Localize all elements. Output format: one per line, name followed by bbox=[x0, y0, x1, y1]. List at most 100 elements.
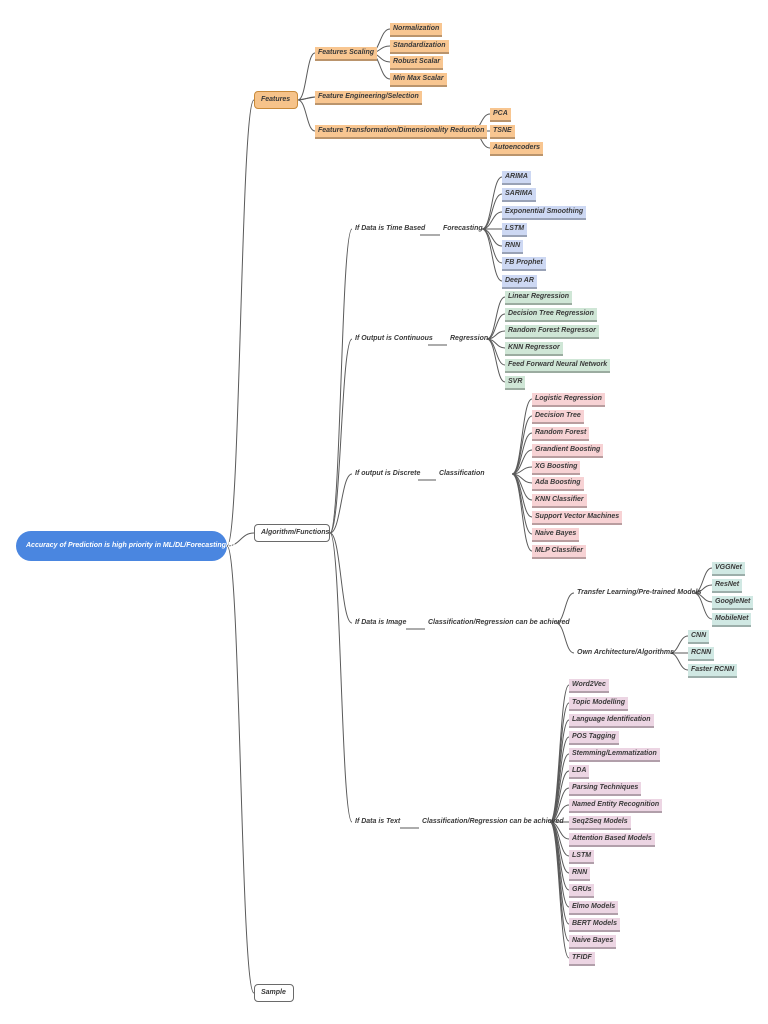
text-item[interactable]: POS Tagging bbox=[569, 731, 619, 745]
text-item[interactable]: Topic Modelling bbox=[569, 697, 629, 711]
algorithm-connector bbox=[329, 473, 353, 534]
text-item[interactable]: Elmo Models bbox=[569, 901, 619, 915]
forecasting-item[interactable]: Exponential Smoothing bbox=[502, 206, 587, 220]
text-connector bbox=[549, 821, 570, 891]
text-item[interactable]: BERT Models bbox=[569, 918, 620, 932]
forecasting-connector bbox=[481, 228, 503, 282]
text-item[interactable]: Seq2Seq Models bbox=[569, 816, 631, 830]
root-node[interactable]: Accuracy of Prediction is high priority … bbox=[16, 531, 237, 561]
classification-item[interactable]: Naive Bayes bbox=[532, 528, 580, 542]
text-node[interactable]: If Data is Text bbox=[355, 818, 401, 825]
features-scaling-node[interactable]: Features Scaling bbox=[315, 47, 378, 61]
text-task-node[interactable]: Classification/Regression can be achieve… bbox=[422, 818, 564, 825]
forecasting-item[interactable]: ARIMA bbox=[502, 171, 531, 185]
classification-connector bbox=[511, 415, 533, 475]
continuous-node[interactable]: If Output is Continuous bbox=[355, 335, 433, 342]
forecasting-item[interactable]: RNN bbox=[502, 240, 524, 254]
text-connector bbox=[549, 684, 570, 823]
regression-node[interactable]: Regression bbox=[450, 335, 489, 342]
forecasting-connector bbox=[481, 176, 503, 230]
classification-connector bbox=[511, 473, 533, 501]
text-connector bbox=[549, 736, 570, 823]
transfer-learning-node[interactable]: Transfer Learning/Pre-trained Models bbox=[577, 589, 702, 596]
text-item[interactable]: Naive Bayes bbox=[569, 935, 617, 949]
forecasting-item[interactable]: SARIMA bbox=[502, 188, 536, 202]
scaling-item[interactable]: Min Max Scalar bbox=[390, 73, 447, 87]
forecasting-item[interactable]: FB Prophet bbox=[502, 257, 546, 271]
classification-connector bbox=[511, 466, 533, 475]
classification-connector bbox=[511, 398, 533, 475]
feature-engineering-node[interactable]: Feature Engineering/Selection bbox=[315, 91, 422, 105]
image-task-node[interactable]: Classification/Regression can be achieve… bbox=[428, 619, 570, 626]
classification-connector bbox=[511, 432, 533, 475]
text-item[interactable]: Stemming/Lemmatization bbox=[569, 748, 660, 762]
classification-item[interactable]: MLP Classifier bbox=[532, 545, 586, 559]
root-to-sample bbox=[226, 545, 255, 994]
classification-connector bbox=[511, 473, 533, 552]
own-architecture-node[interactable]: Own Architecture/Algorithms bbox=[577, 649, 674, 656]
text-item[interactable]: LSTM bbox=[569, 850, 595, 864]
regression-item[interactable]: SVR bbox=[505, 376, 526, 390]
text-connector bbox=[549, 770, 570, 823]
text-item[interactable]: Word2Vec bbox=[569, 679, 609, 693]
transformation-item[interactable]: PCA bbox=[490, 108, 511, 122]
algorithm-connector bbox=[329, 532, 353, 823]
connector bbox=[297, 96, 316, 101]
scaling-item[interactable]: Normalization bbox=[390, 23, 443, 37]
classification-connector bbox=[511, 449, 533, 475]
transfer-item[interactable]: VGGNet bbox=[712, 562, 745, 576]
classification-item[interactable]: Support Vector Machines bbox=[532, 511, 623, 525]
classification-item[interactable]: KNN Classifier bbox=[532, 494, 587, 508]
classification-item[interactable]: Logistic Regression bbox=[532, 393, 605, 407]
classification-item[interactable]: Grandient Boosting bbox=[532, 444, 604, 458]
text-item[interactable]: Parsing Techniques bbox=[569, 782, 642, 796]
feature-transformation-node[interactable]: Feature Transformation/Dimensionality Re… bbox=[315, 125, 488, 139]
own-item[interactable]: CNN bbox=[688, 630, 710, 644]
regression-item[interactable]: Random Forest Regressor bbox=[505, 325, 599, 339]
regression-item[interactable]: Linear Regression bbox=[505, 291, 573, 305]
text-connector bbox=[549, 821, 570, 942]
transfer-item[interactable]: MobileNet bbox=[712, 613, 752, 627]
image-node[interactable]: If Data is Image bbox=[355, 619, 407, 626]
features-connector bbox=[297, 52, 316, 101]
time-based-node[interactable]: If Data is Time Based bbox=[355, 225, 426, 232]
discrete-node[interactable]: If output is Discrete bbox=[355, 470, 421, 477]
scaling-item[interactable]: Standardization bbox=[390, 40, 449, 54]
features-connector bbox=[297, 99, 316, 132]
algorithm-functions-node[interactable]: Algorithm/Functions bbox=[254, 524, 330, 542]
transfer-item[interactable]: ResNet bbox=[712, 579, 743, 593]
text-item[interactable]: Language Identification bbox=[569, 714, 654, 728]
text-item[interactable]: TFIDF bbox=[569, 952, 595, 966]
classification-item[interactable]: XG Boosting bbox=[532, 461, 581, 475]
classification-connector bbox=[511, 473, 533, 518]
sample-node[interactable]: Sample bbox=[254, 984, 294, 1002]
own-item[interactable]: Faster RCNN bbox=[688, 664, 738, 678]
classification-item[interactable]: Decision Tree bbox=[532, 410, 584, 424]
classification-node[interactable]: Classification bbox=[439, 470, 485, 477]
text-item[interactable]: Attention Based Models bbox=[569, 833, 655, 847]
classification-item[interactable]: Random Forest bbox=[532, 427, 590, 441]
regression-item[interactable]: Decision Tree Regression bbox=[505, 308, 597, 322]
features-node[interactable]: Features bbox=[254, 91, 298, 109]
regression-item[interactable]: KNN Regressor bbox=[505, 342, 563, 356]
classification-connector bbox=[511, 473, 533, 535]
text-item[interactable]: LDA bbox=[569, 765, 590, 779]
forecasting-item[interactable]: Deep AR bbox=[502, 275, 537, 289]
text-item[interactable]: RNN bbox=[569, 867, 591, 881]
scaling-item[interactable]: Robust Scalar bbox=[390, 56, 444, 70]
transfer-item[interactable]: GoogleNet bbox=[712, 596, 754, 610]
regression-connector bbox=[486, 338, 506, 383]
transformation-item[interactable]: TSNE bbox=[490, 125, 515, 139]
text-connector bbox=[549, 753, 570, 823]
classification-item[interactable]: Ada Boosting bbox=[532, 477, 584, 491]
forecasting-node[interactable]: Forecasting bbox=[443, 225, 483, 232]
own-item[interactable]: RCNN bbox=[688, 647, 715, 661]
regression-item[interactable]: Feed Forward Neural Network bbox=[505, 359, 611, 373]
text-connector bbox=[549, 821, 570, 959]
text-item[interactable]: Named Entity Recognition bbox=[569, 799, 663, 813]
text-item[interactable]: GRUs bbox=[569, 884, 595, 898]
transformation-item[interactable]: Autoencoders bbox=[490, 142, 544, 156]
forecasting-item[interactable]: LSTM bbox=[502, 223, 528, 237]
